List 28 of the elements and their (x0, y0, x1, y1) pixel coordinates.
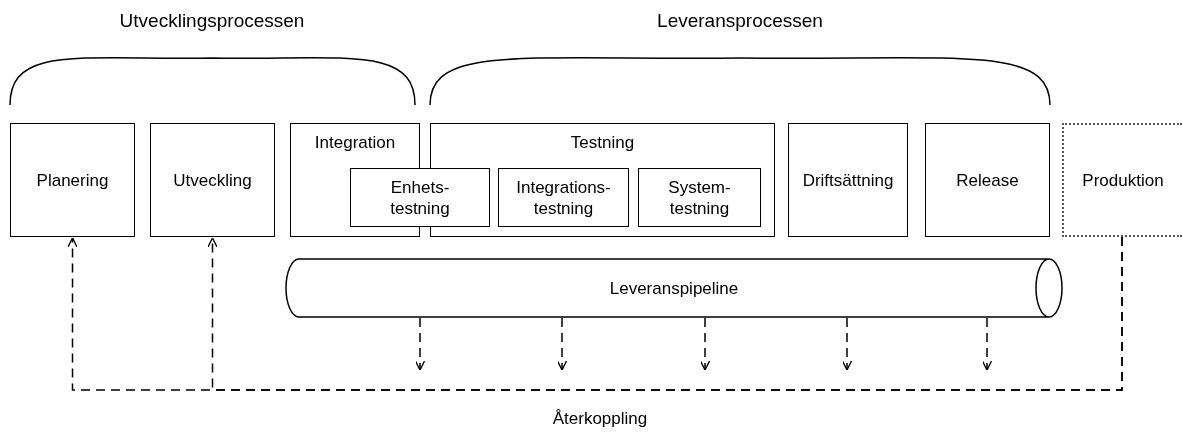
process-box (498, 168, 629, 227)
process-box (150, 123, 275, 237)
arrow (841, 317, 853, 371)
pipeline-cylinder (285, 258, 1063, 318)
node-label: Integration (313, 132, 397, 153)
node-label: Utveckling (172, 169, 253, 191)
arrow (699, 317, 711, 371)
process-box (925, 123, 1050, 237)
feedback-label: Återkoppling (552, 409, 648, 429)
section-heading: Leveransprocessen (657, 10, 823, 32)
process-box (1062, 123, 1182, 237)
process-box (10, 123, 135, 237)
arrow (981, 317, 993, 371)
section-heading: Utvecklingsprocessen (119, 10, 305, 32)
node-label: Produktion (1081, 169, 1165, 191)
node-label: Driftsättning (801, 169, 895, 191)
node-label: Release (955, 169, 1020, 191)
node-label: Testning (569, 132, 636, 153)
node-label: Planering (35, 169, 110, 191)
node-label: Leveranspipeline (608, 277, 740, 299)
arrow (556, 317, 568, 371)
process-box (788, 123, 908, 237)
process-box (638, 168, 761, 227)
node-label: System-testning (667, 176, 732, 219)
node-label: Integrations-testning (515, 176, 612, 219)
process-box (350, 168, 490, 227)
arrow (414, 317, 426, 371)
node-label: Enhets-testning (389, 176, 451, 219)
